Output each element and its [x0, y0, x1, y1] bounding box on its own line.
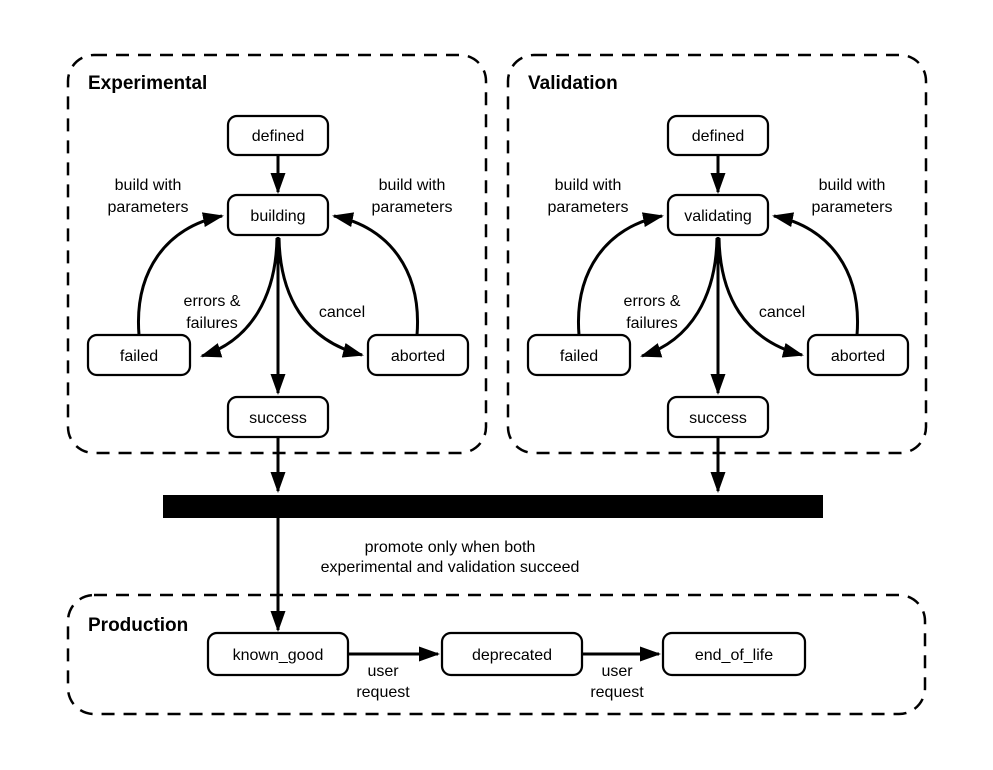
state-node-failed: failed — [86, 333, 192, 377]
edge-label-cancel: cancel — [759, 304, 805, 321]
node-box — [366, 333, 470, 377]
edge-failed-to-validating — [576, 212, 664, 336]
edge-label-errors-line1: errors & — [184, 293, 241, 310]
node-box — [666, 114, 770, 157]
node-label: building — [250, 208, 305, 225]
node-label: success — [249, 410, 307, 427]
state-node-defined: defined — [226, 114, 330, 157]
node-box — [526, 333, 632, 377]
edge-label-errors-line2: failures — [626, 315, 678, 332]
production-group-border — [66, 593, 927, 716]
edge-label-build-right-line2: parameters — [812, 199, 893, 216]
state-node-aborted: aborted — [366, 333, 470, 377]
group-validation: Validation build with parameters build w… — [506, 53, 928, 493]
node-label: validating — [684, 208, 752, 225]
edge-label-build-left-line2: parameters — [108, 199, 189, 216]
edge-label-build-right-line1: build with — [379, 177, 446, 194]
state-node-success: success — [226, 395, 330, 439]
edge-label-build-left-line1: build with — [555, 177, 622, 194]
edge-aborted-to-validating — [772, 212, 860, 336]
edge-label-build-left-line2: parameters — [548, 199, 629, 216]
state-node-success: success — [666, 395, 770, 439]
node-label: failed — [120, 348, 158, 365]
promote-note-line1: promote only when both — [365, 539, 536, 556]
edge-label-cancel: cancel — [319, 304, 365, 321]
edge-label-user-request-1-line1: user — [367, 663, 399, 680]
node-label: deprecated — [472, 647, 552, 664]
edge-failed-to-building — [136, 212, 224, 336]
node-box — [226, 114, 330, 157]
state-node-validating: validating — [666, 193, 770, 237]
node-label: defined — [692, 128, 745, 145]
production-group-title: Production — [88, 615, 188, 636]
node-label: aborted — [391, 348, 445, 365]
group-production: Production user request user request kno… — [66, 593, 927, 716]
node-label: known_good — [233, 647, 324, 664]
experimental-group-title: Experimental — [88, 73, 207, 94]
state-node-failed: failed — [526, 333, 632, 377]
state-node-end-of-life: end_of_life — [661, 631, 807, 677]
node-box — [86, 333, 192, 377]
group-experimental: Experimental build with parameters build… — [66, 53, 488, 493]
edge-label-build-right-line1: build with — [819, 177, 886, 194]
node-label: success — [689, 410, 747, 427]
node-box — [440, 631, 584, 677]
node-box — [666, 395, 770, 439]
state-node-aborted: aborted — [806, 333, 910, 377]
node-box — [666, 193, 770, 237]
edge-validating-to-aborted — [717, 237, 804, 358]
node-label: failed — [560, 348, 598, 365]
edge-validating-to-failed — [640, 237, 719, 358]
edge-label-user-request-2-line2: request — [590, 684, 644, 701]
validation-group-title: Validation — [528, 73, 618, 94]
edge-building-to-failed — [200, 237, 279, 358]
state-node-known-good: known_good — [206, 631, 350, 677]
join-synchronization-bar — [163, 495, 823, 518]
edge-building-to-aborted — [277, 237, 364, 358]
state-node-deprecated: deprecated — [440, 631, 584, 677]
state-node-building: building — [226, 193, 330, 237]
node-label: end_of_life — [695, 647, 773, 664]
node-label: aborted — [831, 348, 885, 365]
node-box — [806, 333, 910, 377]
node-box — [226, 193, 330, 237]
edge-label-errors-line2: failures — [186, 315, 238, 332]
edge-label-user-request-1-line2: request — [356, 684, 410, 701]
edge-label-build-left-line1: build with — [115, 177, 182, 194]
state-node-defined: defined — [666, 114, 770, 157]
edge-label-user-request-2-line1: user — [601, 663, 633, 680]
node-box — [661, 631, 807, 677]
promote-note-line2: experimental and validation succeed — [321, 559, 580, 576]
node-label: defined — [252, 128, 305, 145]
edge-label-errors-line1: errors & — [624, 293, 681, 310]
node-box — [206, 631, 350, 677]
node-box — [226, 395, 330, 439]
edge-aborted-to-building — [332, 212, 420, 336]
edge-label-build-right-line2: parameters — [372, 199, 453, 216]
